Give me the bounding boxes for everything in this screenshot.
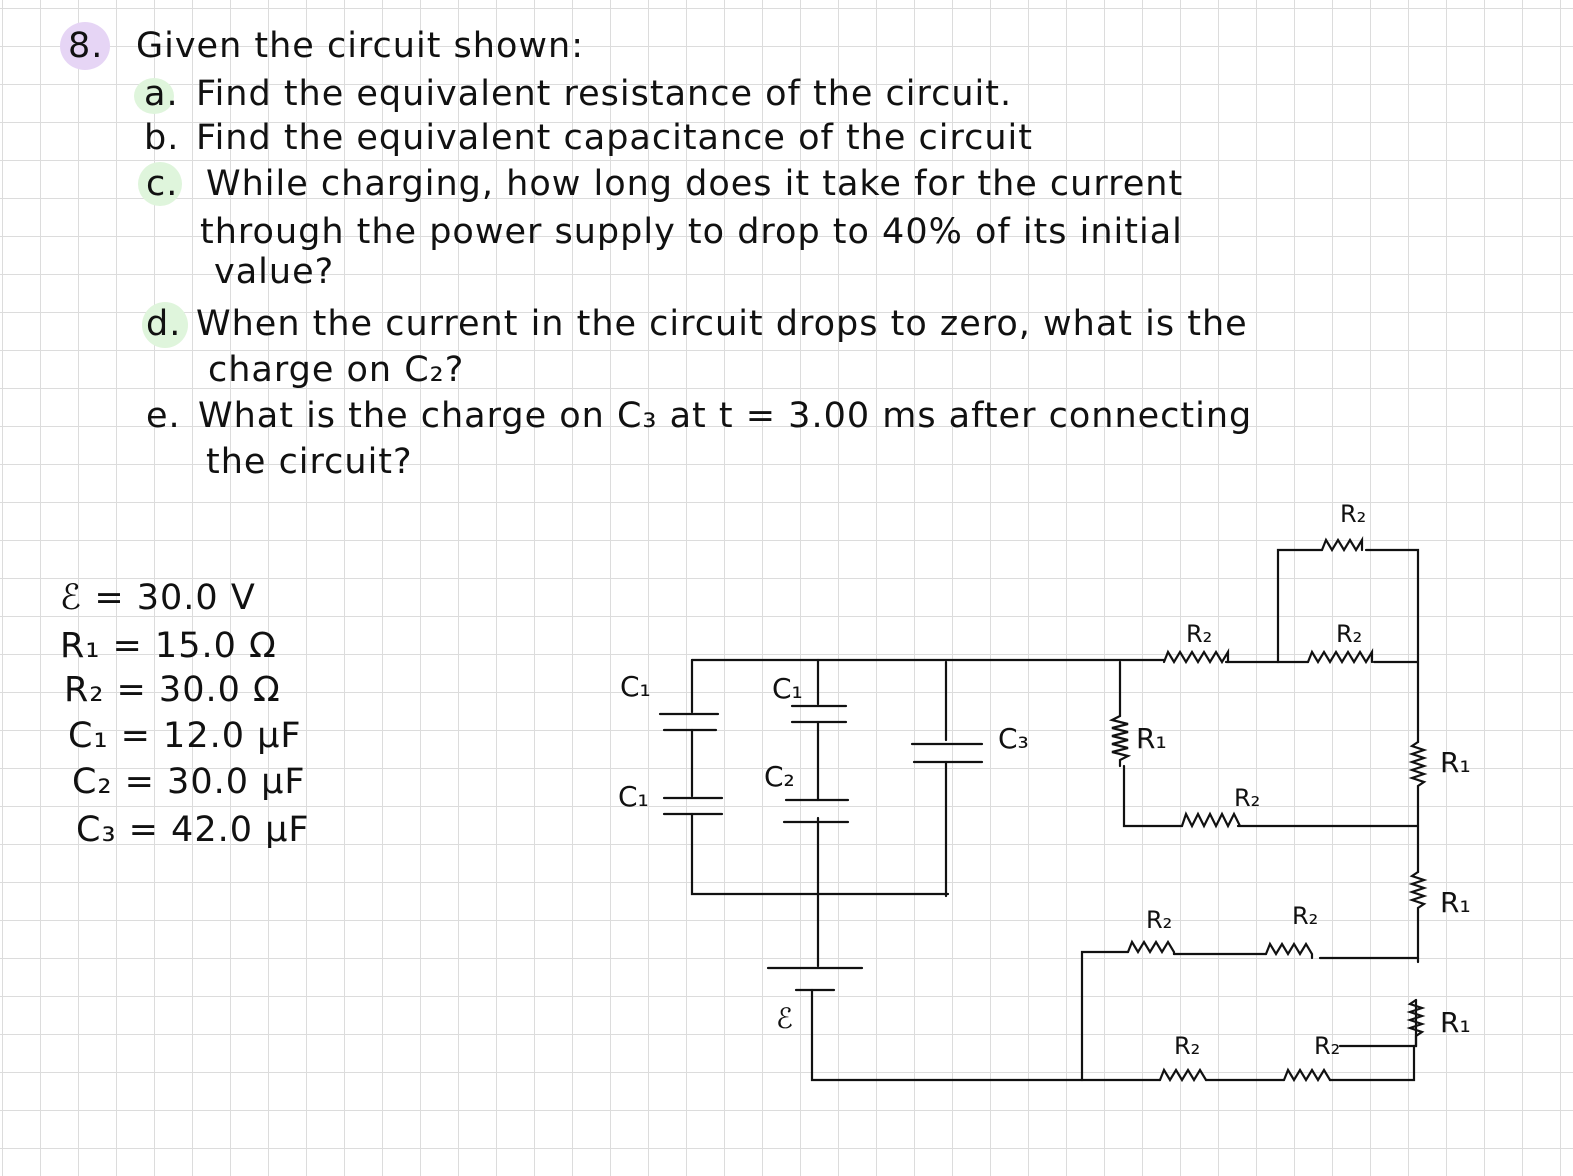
- part-c-text-2: through the power supply to drop to 40% …: [200, 212, 1183, 252]
- label-c1-left-top: C₁: [620, 670, 651, 703]
- part-a-label: a.: [144, 74, 179, 114]
- label-r2-ladder-top-right: R₂: [1292, 902, 1318, 930]
- ladder-left-wire: [1080, 950, 1130, 1082]
- r2-ladder-top-left: [1126, 939, 1176, 956]
- part-c-text-3: value?: [214, 252, 335, 292]
- part-d-label: d.: [146, 304, 182, 344]
- r1-right-top: [1408, 740, 1428, 790]
- label-emf: ℰ: [776, 1002, 793, 1035]
- label-c1-left-bottom: C₁: [618, 780, 649, 813]
- ladder-bottom-wire: [1080, 1044, 1416, 1082]
- given-c1: C₁ = 12.0 μF: [68, 716, 302, 756]
- r2-middle-resistor: [1180, 811, 1420, 829]
- r2-top-right-resistor: [1306, 648, 1374, 665]
- given-c2: C₂ = 30.0 μF: [72, 762, 306, 802]
- given-c3: C₃ = 42.0 μF: [76, 810, 310, 850]
- r2-top-left-resistor: [1162, 648, 1230, 665]
- question-intro: Given the circuit shown:: [136, 26, 584, 66]
- part-b-text: Find the equivalent capacitance of the c…: [196, 118, 1033, 158]
- part-c-text-1: While charging, how long does it take fo…: [206, 164, 1184, 204]
- r1-right-bottom: [1406, 998, 1426, 1048]
- label-c2: C₂: [764, 760, 795, 793]
- part-e-label: e.: [146, 396, 181, 436]
- label-r2-ladder-bottom-right: R₂: [1314, 1032, 1340, 1060]
- bottom-wire: [810, 988, 1084, 1082]
- label-r2-top-left: R₂: [1186, 620, 1212, 648]
- r2-ladder-top-right: [1264, 941, 1314, 960]
- given-emf: ℰ = 30.0 V: [60, 578, 256, 618]
- label-r2-middle: R₂: [1234, 784, 1260, 812]
- label-r2-top-right: R₂: [1336, 620, 1362, 648]
- given-r1: R₁ = 15.0 Ω: [60, 626, 277, 666]
- r1-left-resistor: [1108, 714, 1132, 768]
- label-r2-loop: R₂: [1340, 500, 1366, 528]
- part-d-text-1: When the current in the circuit drops to…: [196, 304, 1248, 344]
- label-c3: C₃: [998, 722, 1029, 755]
- label-r2-ladder-top-left: R₂: [1146, 906, 1172, 934]
- part-d-text-2: charge on C₂?: [208, 350, 465, 390]
- label-r1-middle: R₁: [1136, 722, 1167, 755]
- label-c1-middle: C₁: [772, 672, 803, 705]
- part-c-label: c.: [146, 164, 179, 204]
- part-d-highlight: [142, 302, 188, 348]
- part-c-highlight: [138, 162, 182, 206]
- c1c1-branch-wire: [690, 658, 950, 896]
- right-column-wire: [1338, 662, 1420, 1048]
- label-r1-right-mid: R₁: [1440, 886, 1471, 919]
- r2-loop-resistor: [1320, 536, 1364, 553]
- part-a-highlight: [134, 78, 174, 114]
- r1-left-wire: [1118, 660, 1184, 828]
- r2-ladder-bottom-left: [1158, 1067, 1208, 1083]
- label-r2-ladder-bottom-left: R₂: [1174, 1032, 1200, 1060]
- r2-ladder-bottom-right: [1282, 1067, 1332, 1083]
- part-b-label: b.: [144, 118, 180, 158]
- ladder-top-wire: [1172, 952, 1420, 960]
- question-number: 8.: [68, 26, 104, 66]
- part-a-text: Find the equivalent resistance of the ci…: [196, 74, 1013, 114]
- part-e-text-1: What is the charge on C₃ at t = 3.00 ms …: [198, 396, 1253, 436]
- part-e-text-2: the circuit?: [206, 442, 413, 482]
- label-r1-right-top: R₁: [1440, 746, 1471, 779]
- given-r2: R₂ = 30.0 Ω: [64, 670, 281, 710]
- number-highlight: [60, 22, 110, 70]
- r2-bypass-loop: [1276, 548, 1420, 666]
- r1-right-mid: [1408, 870, 1428, 914]
- label-r1-right-bottom: R₁: [1440, 1006, 1471, 1039]
